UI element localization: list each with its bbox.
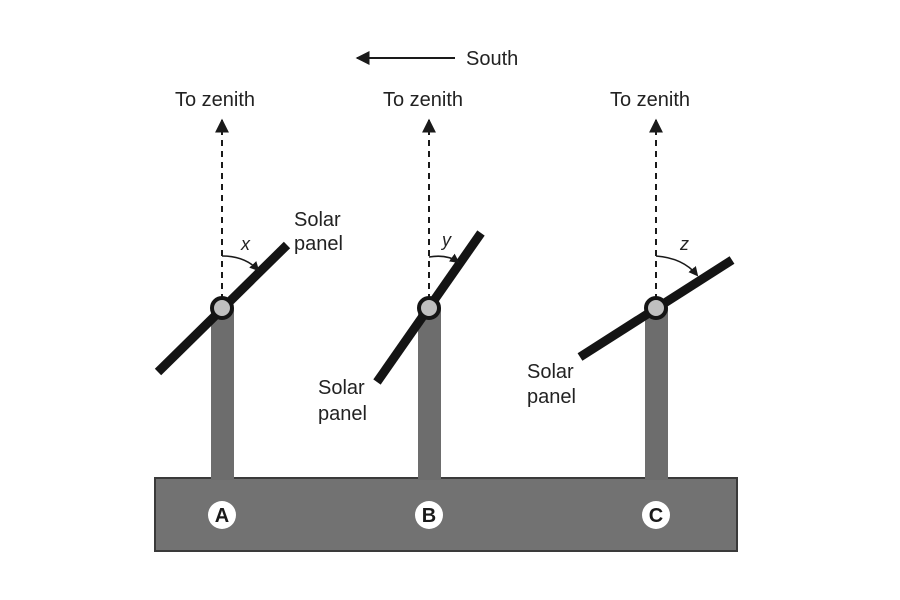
angle-arc-a <box>221 255 260 272</box>
zenith-label-a: To zenith <box>175 89 255 111</box>
base-label-c: C <box>649 505 663 527</box>
angle-label-a: x <box>240 234 251 254</box>
angle-label-c: z <box>679 234 689 254</box>
support-post-c <box>645 308 668 480</box>
base-platform <box>154 477 738 552</box>
panel-assembly-b: To zenith y Solar panel B <box>318 89 485 529</box>
angle-arc-c <box>655 255 699 277</box>
south-direction: South <box>355 48 518 70</box>
support-post-a <box>211 308 234 480</box>
label-circle-a <box>208 501 236 529</box>
panel-label-a-line1: Solar <box>294 209 341 231</box>
panel-label-a-line2: panel <box>294 233 343 255</box>
support-post-b <box>418 308 441 480</box>
base-label-a: A <box>215 505 229 527</box>
panel-assembly-a: To zenith x Solar panel A <box>154 89 343 529</box>
pivot-a <box>210 296 234 320</box>
zenith-label-b: To zenith <box>383 89 463 111</box>
base-label-b: B <box>422 505 436 527</box>
label-circle-b <box>415 501 443 529</box>
pivot-c <box>644 296 668 320</box>
angle-label-b: y <box>440 230 452 250</box>
panel-label-b-line2: panel <box>318 403 367 425</box>
label-circle-c <box>642 501 670 529</box>
panel-label-c-line2: panel <box>527 386 576 408</box>
angle-arc-b <box>428 253 460 264</box>
panel-assembly-c: To zenith z Solar panel C <box>527 89 735 529</box>
panel-label-c-line1: Solar <box>527 361 574 383</box>
south-label: South <box>466 48 518 70</box>
zenith-label-c: To zenith <box>610 89 690 111</box>
pivot-b <box>417 296 441 320</box>
panel-label-b-line1: Solar <box>318 377 365 399</box>
